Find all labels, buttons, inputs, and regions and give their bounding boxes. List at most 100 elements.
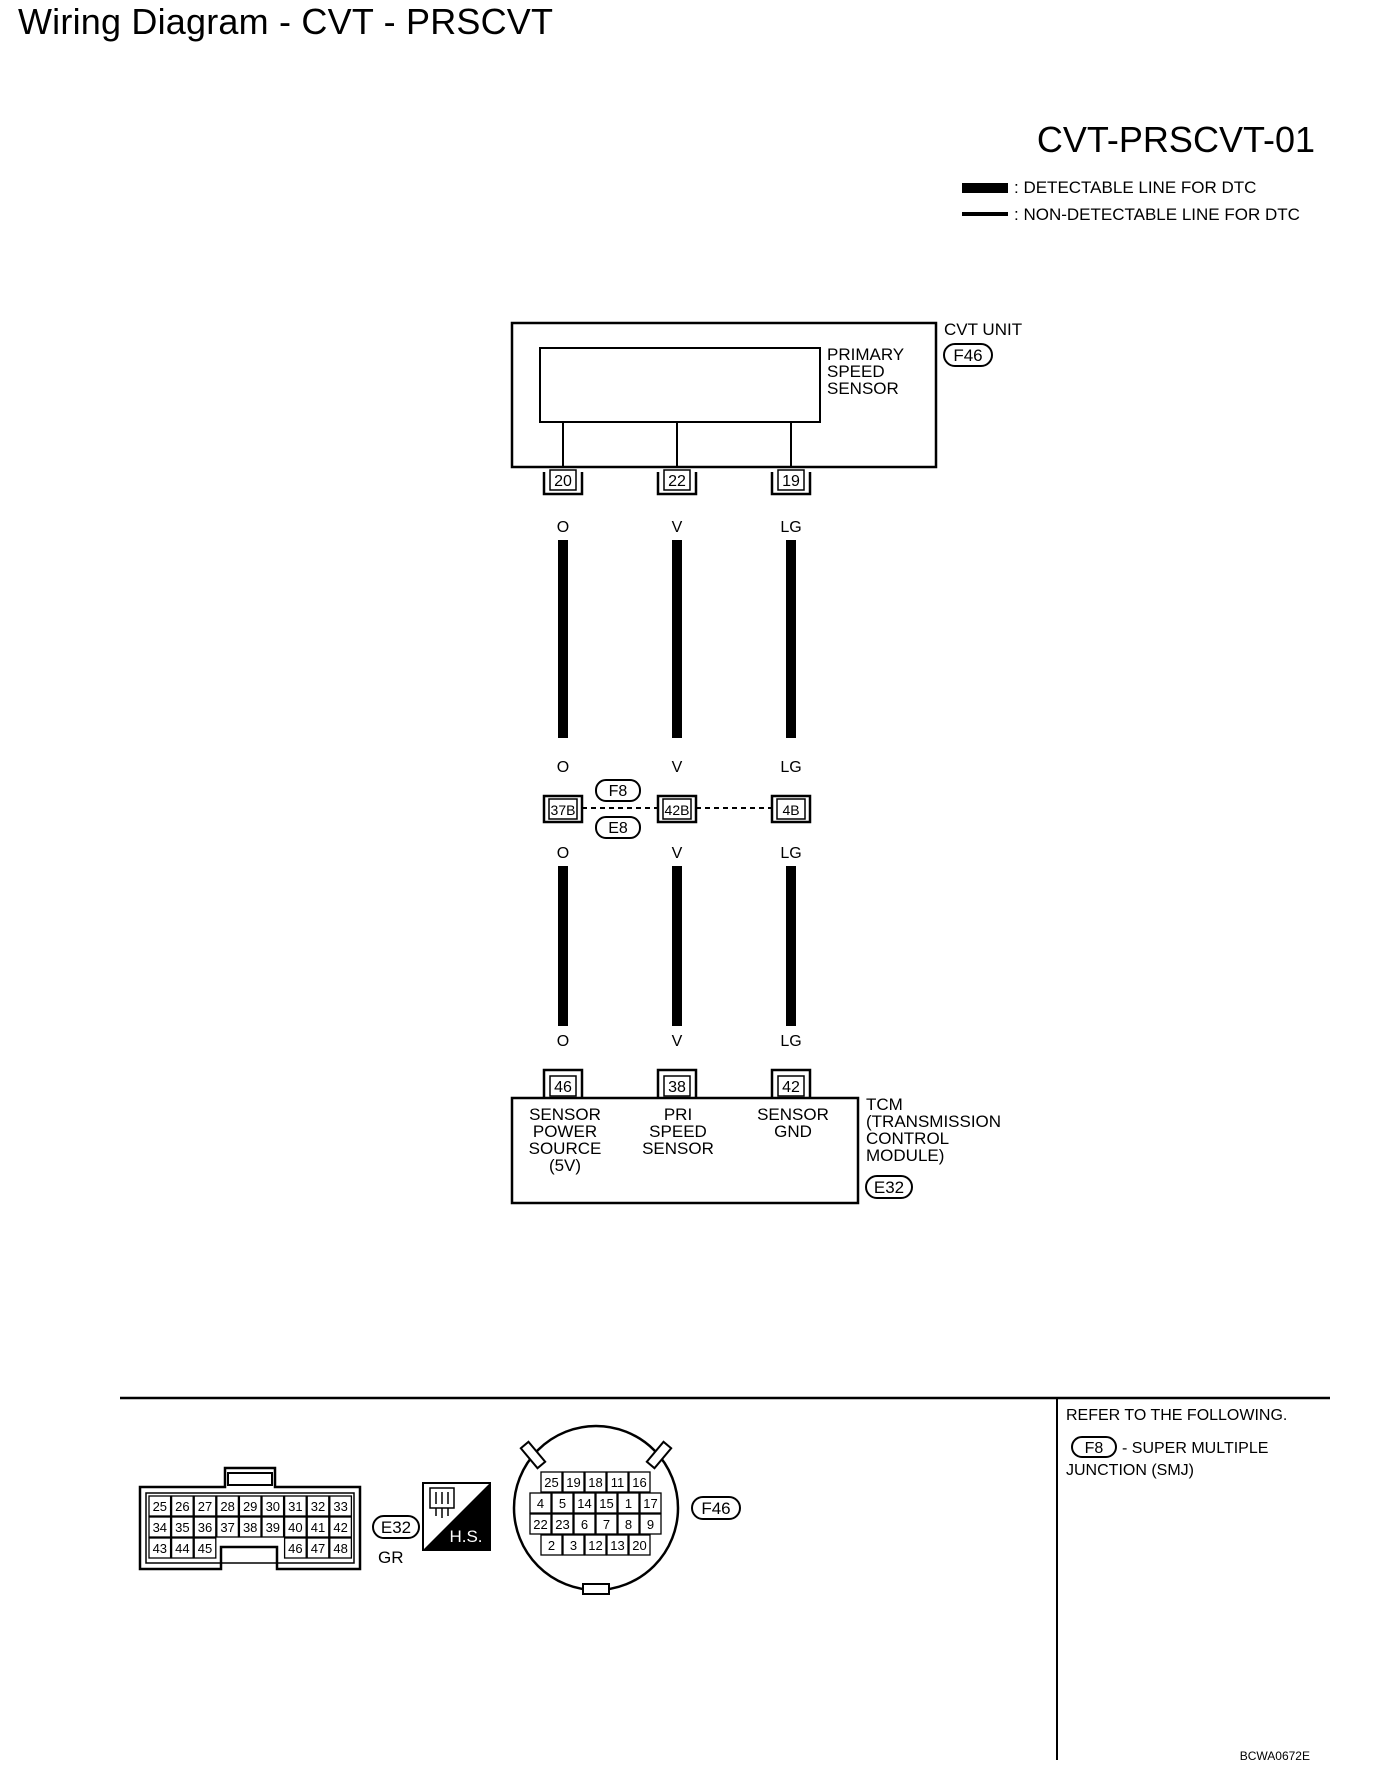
pin-number: 37 xyxy=(220,1520,234,1535)
pin-number: 33 xyxy=(333,1499,347,1514)
pin-cell xyxy=(562,1471,585,1493)
wire-color-label: V xyxy=(672,759,683,776)
e32-connector-badge xyxy=(372,1515,420,1539)
tcm: SENSOR POWER SOURCE (5V) PRI SPEED SENSO… xyxy=(510,1095,1001,1205)
terminal-label: 20 xyxy=(554,473,572,490)
pin-cell xyxy=(261,1495,285,1517)
tcm-name-label: (TRANSMISSION xyxy=(866,1112,1001,1131)
primary-speed-sensor-label-3: SENSOR xyxy=(827,379,899,398)
wire-color-label: O xyxy=(557,519,569,536)
pin-cell xyxy=(639,1513,662,1535)
reference-text-line-2: JUNCTION (SMJ) xyxy=(1066,1462,1194,1479)
pin-number: 16 xyxy=(632,1475,646,1490)
pin-number: 19 xyxy=(566,1475,580,1490)
pin-cell xyxy=(238,1516,262,1538)
pin-cell xyxy=(573,1492,596,1514)
pin-number: 46 xyxy=(288,1541,302,1556)
wire-segment xyxy=(558,866,568,1026)
pin-number: 27 xyxy=(198,1499,212,1514)
pin-cell xyxy=(148,1495,172,1517)
reference-connector-label: F8 xyxy=(1085,1440,1104,1457)
pin-cell xyxy=(595,1513,618,1535)
pin-number: 9 xyxy=(647,1517,654,1532)
pin-number: 32 xyxy=(311,1499,325,1514)
wire-color-label: LG xyxy=(780,759,801,776)
pin-cell xyxy=(551,1492,574,1514)
pin-cell xyxy=(283,1495,307,1517)
terminal-label: 46 xyxy=(554,1079,572,1096)
pin-cell xyxy=(584,1471,607,1493)
pin-cell xyxy=(529,1513,552,1535)
pin-number: 31 xyxy=(288,1499,302,1514)
pin-cell xyxy=(540,1471,563,1493)
pin-cell xyxy=(170,1537,194,1559)
pin-cell xyxy=(170,1516,194,1538)
page-title: Wiring Diagram - CVT - PRSCVT xyxy=(18,1,554,42)
pin-number: 39 xyxy=(266,1520,280,1535)
legend-non-detectable-line xyxy=(962,212,1008,216)
f46-connector-badge xyxy=(691,1496,741,1520)
pin-number: 3 xyxy=(570,1538,577,1553)
pin-number: 2 xyxy=(548,1538,555,1553)
pin-cell xyxy=(573,1513,596,1535)
wire-segment xyxy=(672,540,682,738)
pin-number: 26 xyxy=(175,1499,189,1514)
cvt-unit-connector-badge xyxy=(943,343,993,367)
pin-cell xyxy=(306,1516,330,1538)
tcm-terminal-label: SENSOR xyxy=(757,1105,829,1124)
pin-cell xyxy=(606,1534,629,1556)
legend-non-detectable-label: : NON-DETECTABLE LINE FOR DTC xyxy=(1014,205,1300,224)
pin-cell xyxy=(193,1516,217,1538)
pin-number: 14 xyxy=(577,1496,591,1511)
pin-cell xyxy=(329,1516,353,1538)
pin-cell xyxy=(617,1513,640,1535)
pin-cell xyxy=(306,1537,330,1559)
tcm-name-label: MODULE) xyxy=(866,1146,944,1165)
joint-pin-label: 37B xyxy=(551,802,576,818)
primary-speed-sensor-label-2: SPEED xyxy=(827,362,885,381)
wire-segment xyxy=(786,540,796,738)
pin-cell xyxy=(329,1495,353,1517)
wire-color-label: O xyxy=(557,845,569,862)
pin-number: 34 xyxy=(153,1520,167,1535)
pin-cell xyxy=(617,1492,640,1514)
pin-cell xyxy=(148,1516,172,1538)
wire-segment xyxy=(672,866,682,1026)
tcm-terminal-label: GND xyxy=(774,1122,812,1141)
tcm-terminal-label: PRI xyxy=(664,1105,692,1124)
pin-number: 1 xyxy=(625,1496,632,1511)
pin-cell xyxy=(584,1534,607,1556)
bottom-terminal-1: 46 xyxy=(542,1068,584,1098)
pin-cell xyxy=(148,1537,172,1559)
joint-connector-badge-upper xyxy=(595,779,641,802)
cvt-unit-connector-label: F46 xyxy=(953,346,982,365)
pin-number: 35 xyxy=(175,1520,189,1535)
tcm-connector-label: E32 xyxy=(874,1178,904,1197)
pin-number: 42 xyxy=(333,1520,347,1535)
pin-number: 45 xyxy=(198,1541,212,1556)
wire-color-label: V xyxy=(672,845,683,862)
pin-number: 43 xyxy=(153,1541,167,1556)
pin-cell xyxy=(551,1513,574,1535)
pin-number: 25 xyxy=(153,1499,167,1514)
pin-cell xyxy=(628,1471,651,1493)
terminal-label: 42 xyxy=(782,1079,800,1096)
pin-number: 28 xyxy=(220,1499,234,1514)
pin-cell xyxy=(639,1492,662,1514)
tcm-terminal-label: (5V) xyxy=(549,1156,581,1175)
pin-number: 15 xyxy=(599,1496,613,1511)
top-terminal-2: 22 xyxy=(656,469,698,496)
top-terminal-1: 20 xyxy=(542,469,584,496)
wire-color-label: O xyxy=(557,1033,569,1050)
f46-connector-label: F46 xyxy=(701,1499,730,1518)
tcm-name-label: TCM xyxy=(866,1095,903,1114)
tcm-terminal-label: POWER xyxy=(533,1122,597,1141)
pin-number: 36 xyxy=(198,1520,212,1535)
primary-speed-sensor-box xyxy=(539,347,821,423)
joint-connector-badge-lower xyxy=(595,816,641,839)
wire-segment xyxy=(786,866,796,1026)
